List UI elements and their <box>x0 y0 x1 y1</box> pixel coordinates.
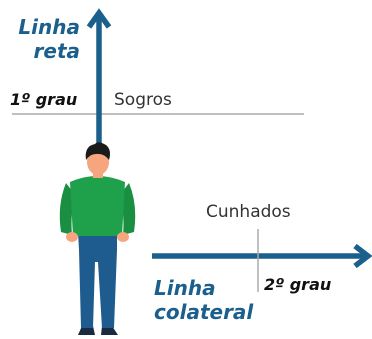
second-degree-relative: Cunhados <box>206 202 291 222</box>
person-illustration <box>59 142 136 335</box>
second-degree-label: 2º grau <box>264 275 332 294</box>
pants <box>78 232 117 328</box>
vertical-axis-arrow <box>86 8 112 150</box>
horizontal-axis-label-line2: colateral <box>154 300 254 324</box>
horizontal-axis-label-line1: Linha <box>154 276 216 300</box>
vertical-axis-label-line2: reta <box>33 39 80 63</box>
vertical-axis-label-line1: Linha <box>18 15 80 39</box>
first-degree-relative: Sogros <box>114 90 172 110</box>
vertical-axis-label: Linha reta <box>4 17 80 61</box>
left-shoe <box>78 326 95 335</box>
right-hand <box>117 232 129 242</box>
first-degree-label: 1º grau <box>10 90 78 109</box>
left-hand <box>66 232 78 242</box>
hair <box>85 142 110 160</box>
horizontal-axis-label: Linha colateral <box>154 278 253 322</box>
shirt <box>70 176 125 236</box>
right-shoe <box>101 326 118 335</box>
horizontal-axis-arrow <box>152 243 372 269</box>
head <box>87 149 109 175</box>
